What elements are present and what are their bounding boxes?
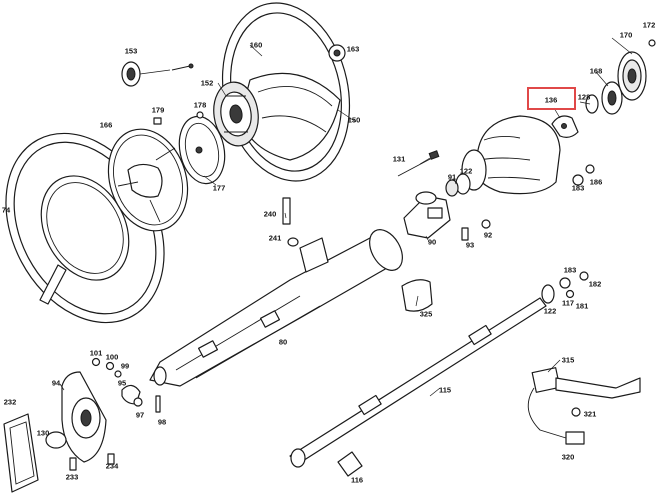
sleeve-130[interactable] bbox=[45, 431, 67, 449]
highlight-box-136 bbox=[527, 87, 576, 110]
callout-101[interactable]: 101 bbox=[89, 348, 103, 358]
ring-181[interactable] bbox=[565, 289, 575, 299]
callout-321[interactable]: 321 bbox=[583, 409, 597, 419]
screw-179[interactable] bbox=[153, 117, 162, 125]
callout-117[interactable]: 117 bbox=[561, 298, 575, 308]
callout-131[interactable]: 131 bbox=[392, 154, 406, 164]
washer-117[interactable] bbox=[559, 277, 571, 289]
callout-163[interactable]: 163 bbox=[346, 44, 360, 54]
callout-136[interactable]: 136 bbox=[544, 95, 558, 105]
callout-74[interactable]: 74 bbox=[1, 205, 11, 215]
steering-wheel-main[interactable] bbox=[207, 0, 366, 193]
contact-plate[interactable] bbox=[173, 112, 230, 188]
screw-92[interactable] bbox=[481, 219, 491, 229]
callout-183-lower[interactable]: 183 bbox=[563, 265, 577, 275]
callout-100[interactable]: 100 bbox=[105, 352, 119, 362]
flange-170[interactable] bbox=[617, 51, 647, 101]
callout-90[interactable]: 90 bbox=[427, 237, 437, 247]
callout-150[interactable]: 150 bbox=[347, 115, 361, 125]
screw-93[interactable] bbox=[461, 227, 469, 241]
callout-320[interactable]: 320 bbox=[561, 452, 575, 462]
clip-241[interactable] bbox=[287, 237, 299, 247]
emblem-cap[interactable] bbox=[328, 44, 346, 62]
callout-168[interactable]: 168 bbox=[589, 66, 603, 76]
ring-128[interactable] bbox=[585, 94, 599, 114]
callout-94[interactable]: 94 bbox=[51, 378, 61, 388]
callout-97[interactable]: 97 bbox=[135, 410, 145, 420]
callout-315[interactable]: 315 bbox=[561, 355, 575, 365]
callout-80[interactable]: 80 bbox=[278, 337, 288, 347]
callout-233[interactable]: 233 bbox=[65, 472, 79, 482]
callout-181[interactable]: 181 bbox=[575, 301, 589, 311]
callout-186[interactable]: 186 bbox=[589, 177, 603, 187]
callout-128[interactable]: 128 bbox=[577, 92, 591, 102]
bushing-116[interactable] bbox=[337, 451, 363, 477]
callout-99[interactable]: 99 bbox=[120, 361, 130, 371]
callout-122-upper[interactable]: 122 bbox=[459, 166, 473, 176]
callout-178[interactable]: 178 bbox=[193, 100, 207, 110]
switch-plate[interactable] bbox=[601, 81, 623, 115]
callout-130[interactable]: 130 bbox=[36, 428, 50, 438]
bolt-240[interactable] bbox=[282, 197, 291, 225]
callout-115[interactable]: 115 bbox=[438, 385, 452, 395]
callout-152[interactable]: 152 bbox=[200, 78, 214, 88]
callout-234[interactable]: 234 bbox=[105, 461, 119, 471]
washer-186[interactable] bbox=[585, 164, 595, 174]
emblem[interactable] bbox=[121, 61, 194, 87]
callout-325[interactable]: 325 bbox=[419, 309, 433, 319]
callout-240[interactable]: 240 bbox=[263, 209, 277, 219]
callout-166[interactable]: 166 bbox=[99, 120, 113, 130]
callout-160[interactable]: 160 bbox=[249, 40, 263, 50]
callout-122-lower[interactable]: 122 bbox=[543, 306, 557, 316]
leader-lines bbox=[59, 37, 633, 397]
callout-92[interactable]: 92 bbox=[483, 230, 493, 240]
nut-183[interactable] bbox=[572, 174, 584, 186]
callout-116[interactable]: 116 bbox=[350, 475, 364, 485]
screw-101[interactable] bbox=[91, 357, 101, 367]
bushing-122b[interactable] bbox=[541, 284, 555, 304]
callout-177[interactable]: 177 bbox=[212, 183, 226, 193]
callout-153[interactable]: 153 bbox=[124, 46, 138, 56]
screw-233[interactable] bbox=[69, 457, 77, 471]
horn-ring[interactable] bbox=[96, 119, 200, 241]
gasket-232[interactable] bbox=[3, 413, 39, 493]
spring-178[interactable] bbox=[196, 111, 204, 119]
steering-shaft[interactable] bbox=[289, 297, 547, 468]
column-cover[interactable] bbox=[461, 115, 561, 195]
screw-234[interactable] bbox=[107, 453, 115, 465]
lock-cylinder[interactable] bbox=[403, 191, 451, 239]
steering-column-jacket[interactable] bbox=[149, 224, 409, 387]
cover-clip[interactable] bbox=[551, 115, 579, 138]
column-flange[interactable] bbox=[61, 371, 107, 463]
callout-93[interactable]: 93 bbox=[465, 240, 475, 250]
horn-pin[interactable] bbox=[397, 150, 440, 177]
callout-172[interactable]: 172 bbox=[642, 20, 656, 30]
screw-172[interactable] bbox=[648, 39, 656, 47]
clip-97[interactable] bbox=[133, 397, 143, 407]
callout-241[interactable]: 241 bbox=[268, 233, 282, 243]
callout-91[interactable]: 91 bbox=[447, 172, 457, 182]
combination-switch[interactable] bbox=[527, 367, 641, 445]
callout-170[interactable]: 170 bbox=[619, 30, 633, 40]
callout-232[interactable]: 232 bbox=[3, 397, 17, 407]
callout-183[interactable]: 183 bbox=[571, 183, 585, 193]
callout-95[interactable]: 95 bbox=[117, 378, 127, 388]
bracket-325[interactable] bbox=[401, 279, 433, 312]
nut-182[interactable] bbox=[579, 271, 589, 281]
bearing-91[interactable] bbox=[445, 179, 459, 197]
washer-100[interactable] bbox=[105, 361, 115, 371]
callout-179[interactable]: 179 bbox=[151, 105, 165, 115]
callout-98[interactable]: 98 bbox=[157, 417, 167, 427]
nut-99[interactable] bbox=[114, 370, 122, 378]
callout-182[interactable]: 182 bbox=[588, 279, 602, 289]
bolt-98[interactable] bbox=[155, 395, 161, 413]
